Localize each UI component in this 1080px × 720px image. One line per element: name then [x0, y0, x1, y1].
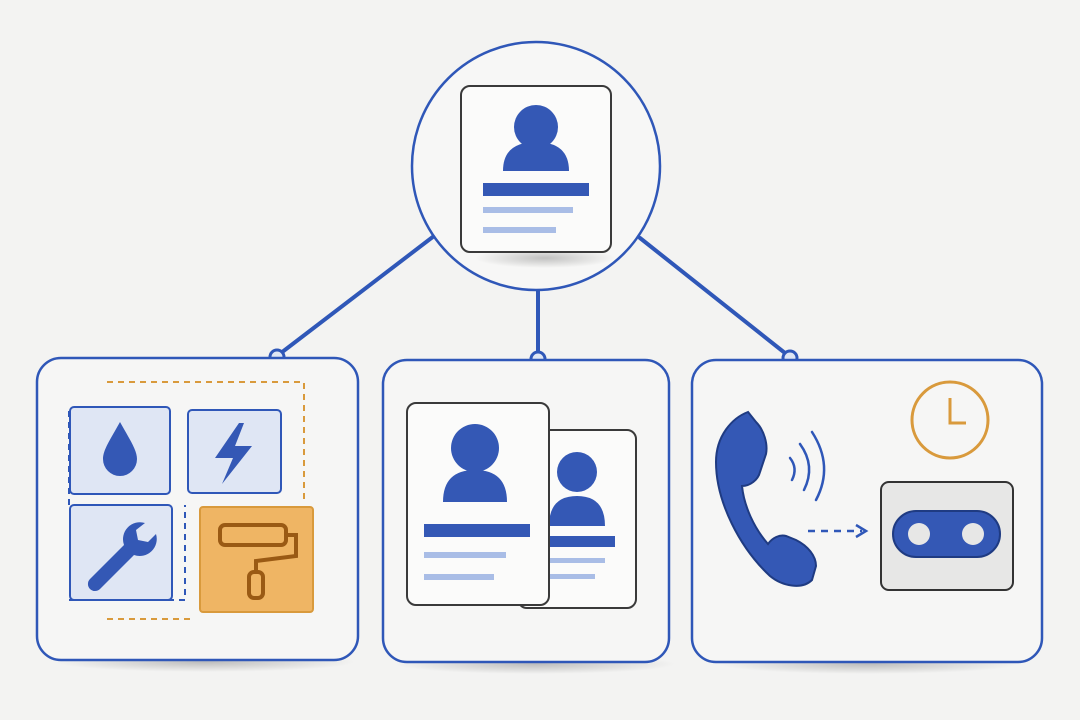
arrow-icon	[808, 523, 869, 539]
contact-card-front-icon	[406, 402, 550, 606]
connector-right	[638, 236, 792, 359]
sound-waves-icon	[788, 430, 826, 502]
root-node	[410, 40, 662, 292]
connector-left	[275, 234, 436, 358]
clock-icon	[910, 380, 990, 460]
paint-roller-icon	[199, 506, 314, 613]
dashed-orange-frame	[107, 381, 305, 500]
panel-services	[35, 356, 360, 672]
phone-handset-icon	[714, 410, 818, 587]
lightning-bolt-icon	[187, 409, 282, 494]
water-drop-icon	[69, 406, 171, 495]
contact-card-icon	[460, 85, 612, 253]
wrench-icon	[69, 504, 173, 601]
panel-contacts	[381, 358, 675, 674]
voicemail-icon	[880, 481, 1014, 591]
panel-calls	[690, 358, 1044, 674]
